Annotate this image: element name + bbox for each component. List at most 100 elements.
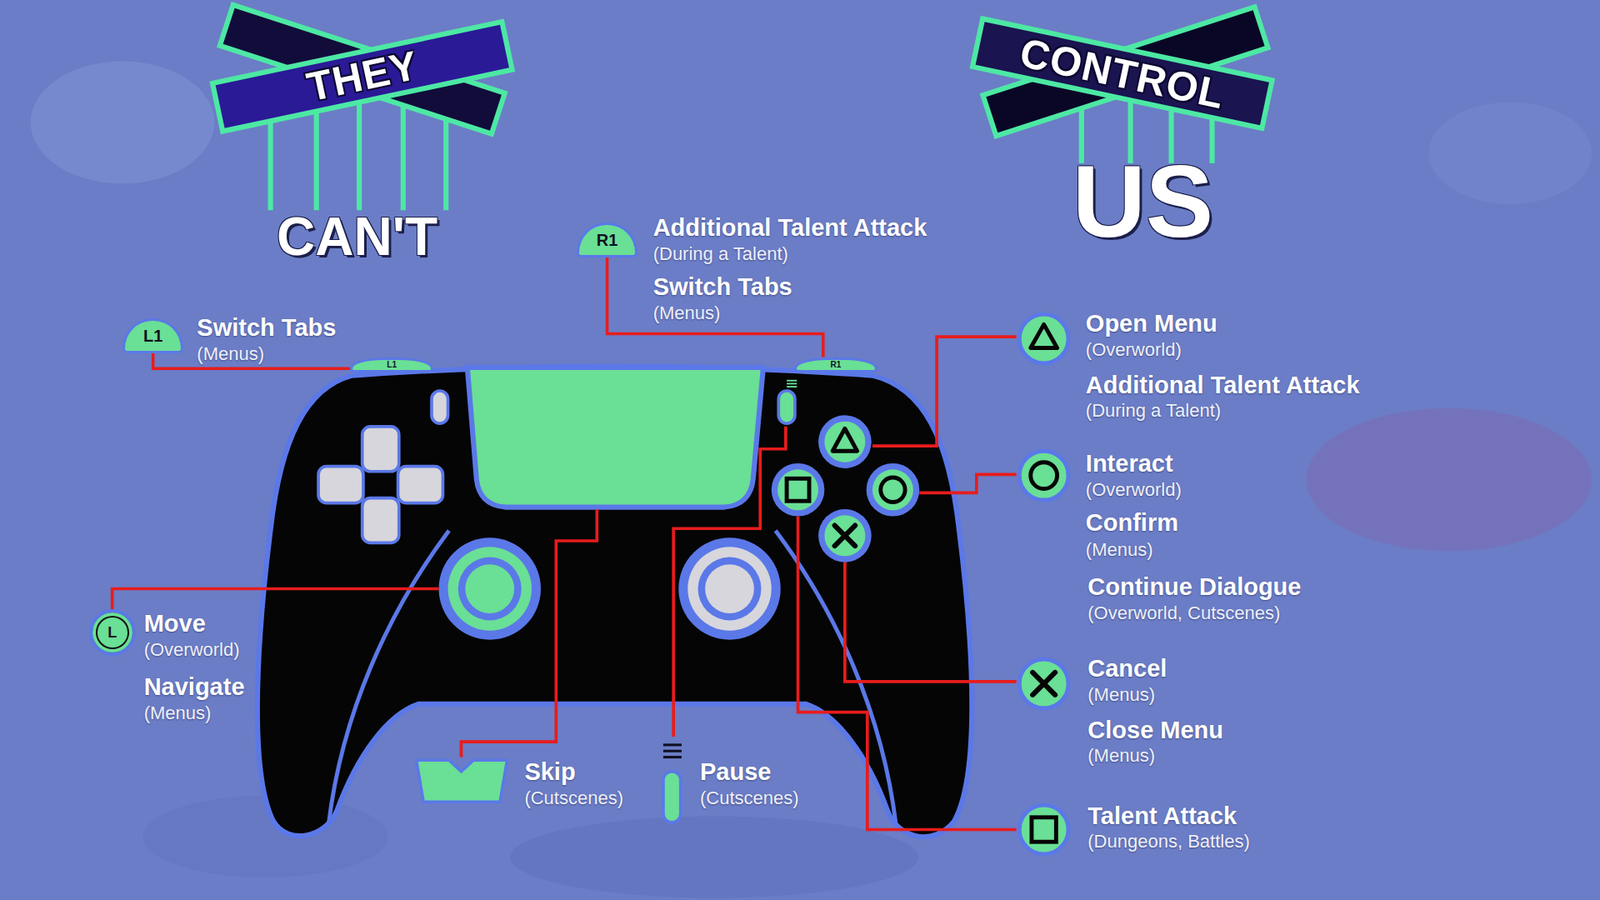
action-label: Switch Tabs (196, 315, 336, 342)
left-stick (458, 557, 522, 621)
context-note: (Menus) (144, 703, 212, 724)
paint-splotch (142, 795, 388, 878)
action-label: Switch Tabs (653, 274, 793, 301)
options-button (778, 390, 795, 424)
action-label: Skip (524, 759, 575, 786)
leader-lines (112, 336, 1017, 830)
string (356, 101, 362, 210)
triangle-icon (1019, 314, 1069, 364)
options-icon-line (786, 380, 797, 382)
create-button (431, 390, 449, 424)
string (314, 101, 320, 210)
button-label: R1 (596, 231, 619, 249)
button-label: L1 (386, 360, 397, 370)
action-label: Move (144, 610, 206, 638)
circle-button (866, 463, 920, 517)
cross-symbol (1032, 672, 1055, 695)
context-note: (Menus) (1087, 685, 1155, 705)
front-band (972, 19, 1273, 129)
square-button (771, 463, 825, 517)
context-note: (Cutscenes) (700, 787, 800, 808)
context-note: (Overworld) (1085, 340, 1182, 360)
string (400, 91, 406, 210)
paint-splotch (1305, 408, 1592, 551)
action-label: Open Menu (1085, 310, 1218, 338)
square-icon (1019, 805, 1069, 855)
pause-icon-line (663, 743, 682, 746)
action-label: Cancel (1087, 655, 1167, 683)
controller-bumper: L1 (350, 357, 434, 373)
controller-bumper: R1 (794, 357, 878, 373)
context-note: (Overworld) (144, 640, 240, 660)
controller-body (257, 366, 972, 838)
context-note: (Menus) (1085, 540, 1154, 560)
title-emblem: THEYCAN'T (204, 0, 515, 270)
context-note: (Menus) (653, 303, 721, 324)
action-label: Pause (700, 759, 771, 786)
options-pill-icon (663, 771, 681, 823)
right-stick (698, 557, 762, 621)
pause-icon-line (663, 750, 682, 753)
leader-line (607, 257, 824, 358)
triangle-symbol (832, 428, 857, 451)
title-emblem: CONTROLUS (964, 0, 1286, 260)
leader-line (919, 474, 1016, 493)
circle-button (872, 469, 914, 510)
left-stick (465, 564, 515, 614)
options-icon-line (786, 385, 797, 388)
touchpad-icon (416, 760, 508, 802)
cross-icon (1019, 659, 1069, 709)
action-label: Confirm (1085, 510, 1179, 537)
cross-button (824, 515, 865, 556)
triangle-symbol (1030, 324, 1058, 348)
options-icon-line (786, 382, 797, 385)
dpad-right (398, 466, 444, 504)
leader-line (798, 516, 1017, 830)
leader-connector (607, 257, 824, 358)
leader-line (872, 336, 1017, 446)
circle-symbol (1030, 462, 1058, 490)
circle-symbol (880, 477, 905, 502)
stick-icon: L (89, 609, 136, 656)
front-band (212, 21, 513, 131)
dpad-down (362, 498, 400, 544)
right-stick (687, 546, 771, 630)
pause-icon-line (663, 755, 682, 759)
context-note: (Dungeons, Battles) (1087, 831, 1250, 852)
context-note: (Overworld, Cutscenes) (1087, 603, 1280, 624)
cross-symbol (835, 525, 855, 546)
cross-button (818, 509, 872, 563)
action-label: Talent Attack (1087, 803, 1237, 830)
triangle-button (818, 415, 872, 469)
pause-icon (663, 745, 682, 758)
square-symbol (786, 478, 810, 501)
triangle-button (824, 421, 865, 463)
left-stick (448, 546, 532, 630)
left-stick (439, 537, 541, 640)
action-label: Additional Talent Attack (653, 215, 928, 242)
action-label: Interact (1085, 450, 1174, 478)
grip-accent (775, 530, 896, 825)
leader-line (845, 562, 1017, 682)
leader-line (673, 426, 786, 737)
dpad-up (362, 426, 400, 472)
leader-line (112, 589, 440, 611)
context-note: (Menus) (196, 344, 265, 365)
context-note: (Overworld) (1085, 480, 1182, 500)
action-label: Continue Dialogue (1087, 574, 1301, 601)
dpad-left (318, 466, 364, 504)
button-label: R1 (830, 360, 841, 370)
context-note: (During a Talent) (653, 244, 789, 265)
paint-splotch (1428, 101, 1592, 204)
paint-splotch (510, 816, 919, 899)
action-label: Additional Talent Attack (1085, 372, 1360, 400)
context-note: (Menus) (1087, 745, 1155, 766)
action-label: Navigate (144, 674, 245, 701)
hanging-title: US (1072, 150, 1214, 253)
context-note: (During a Talent) (1085, 400, 1221, 421)
square-symbol (1031, 817, 1056, 842)
